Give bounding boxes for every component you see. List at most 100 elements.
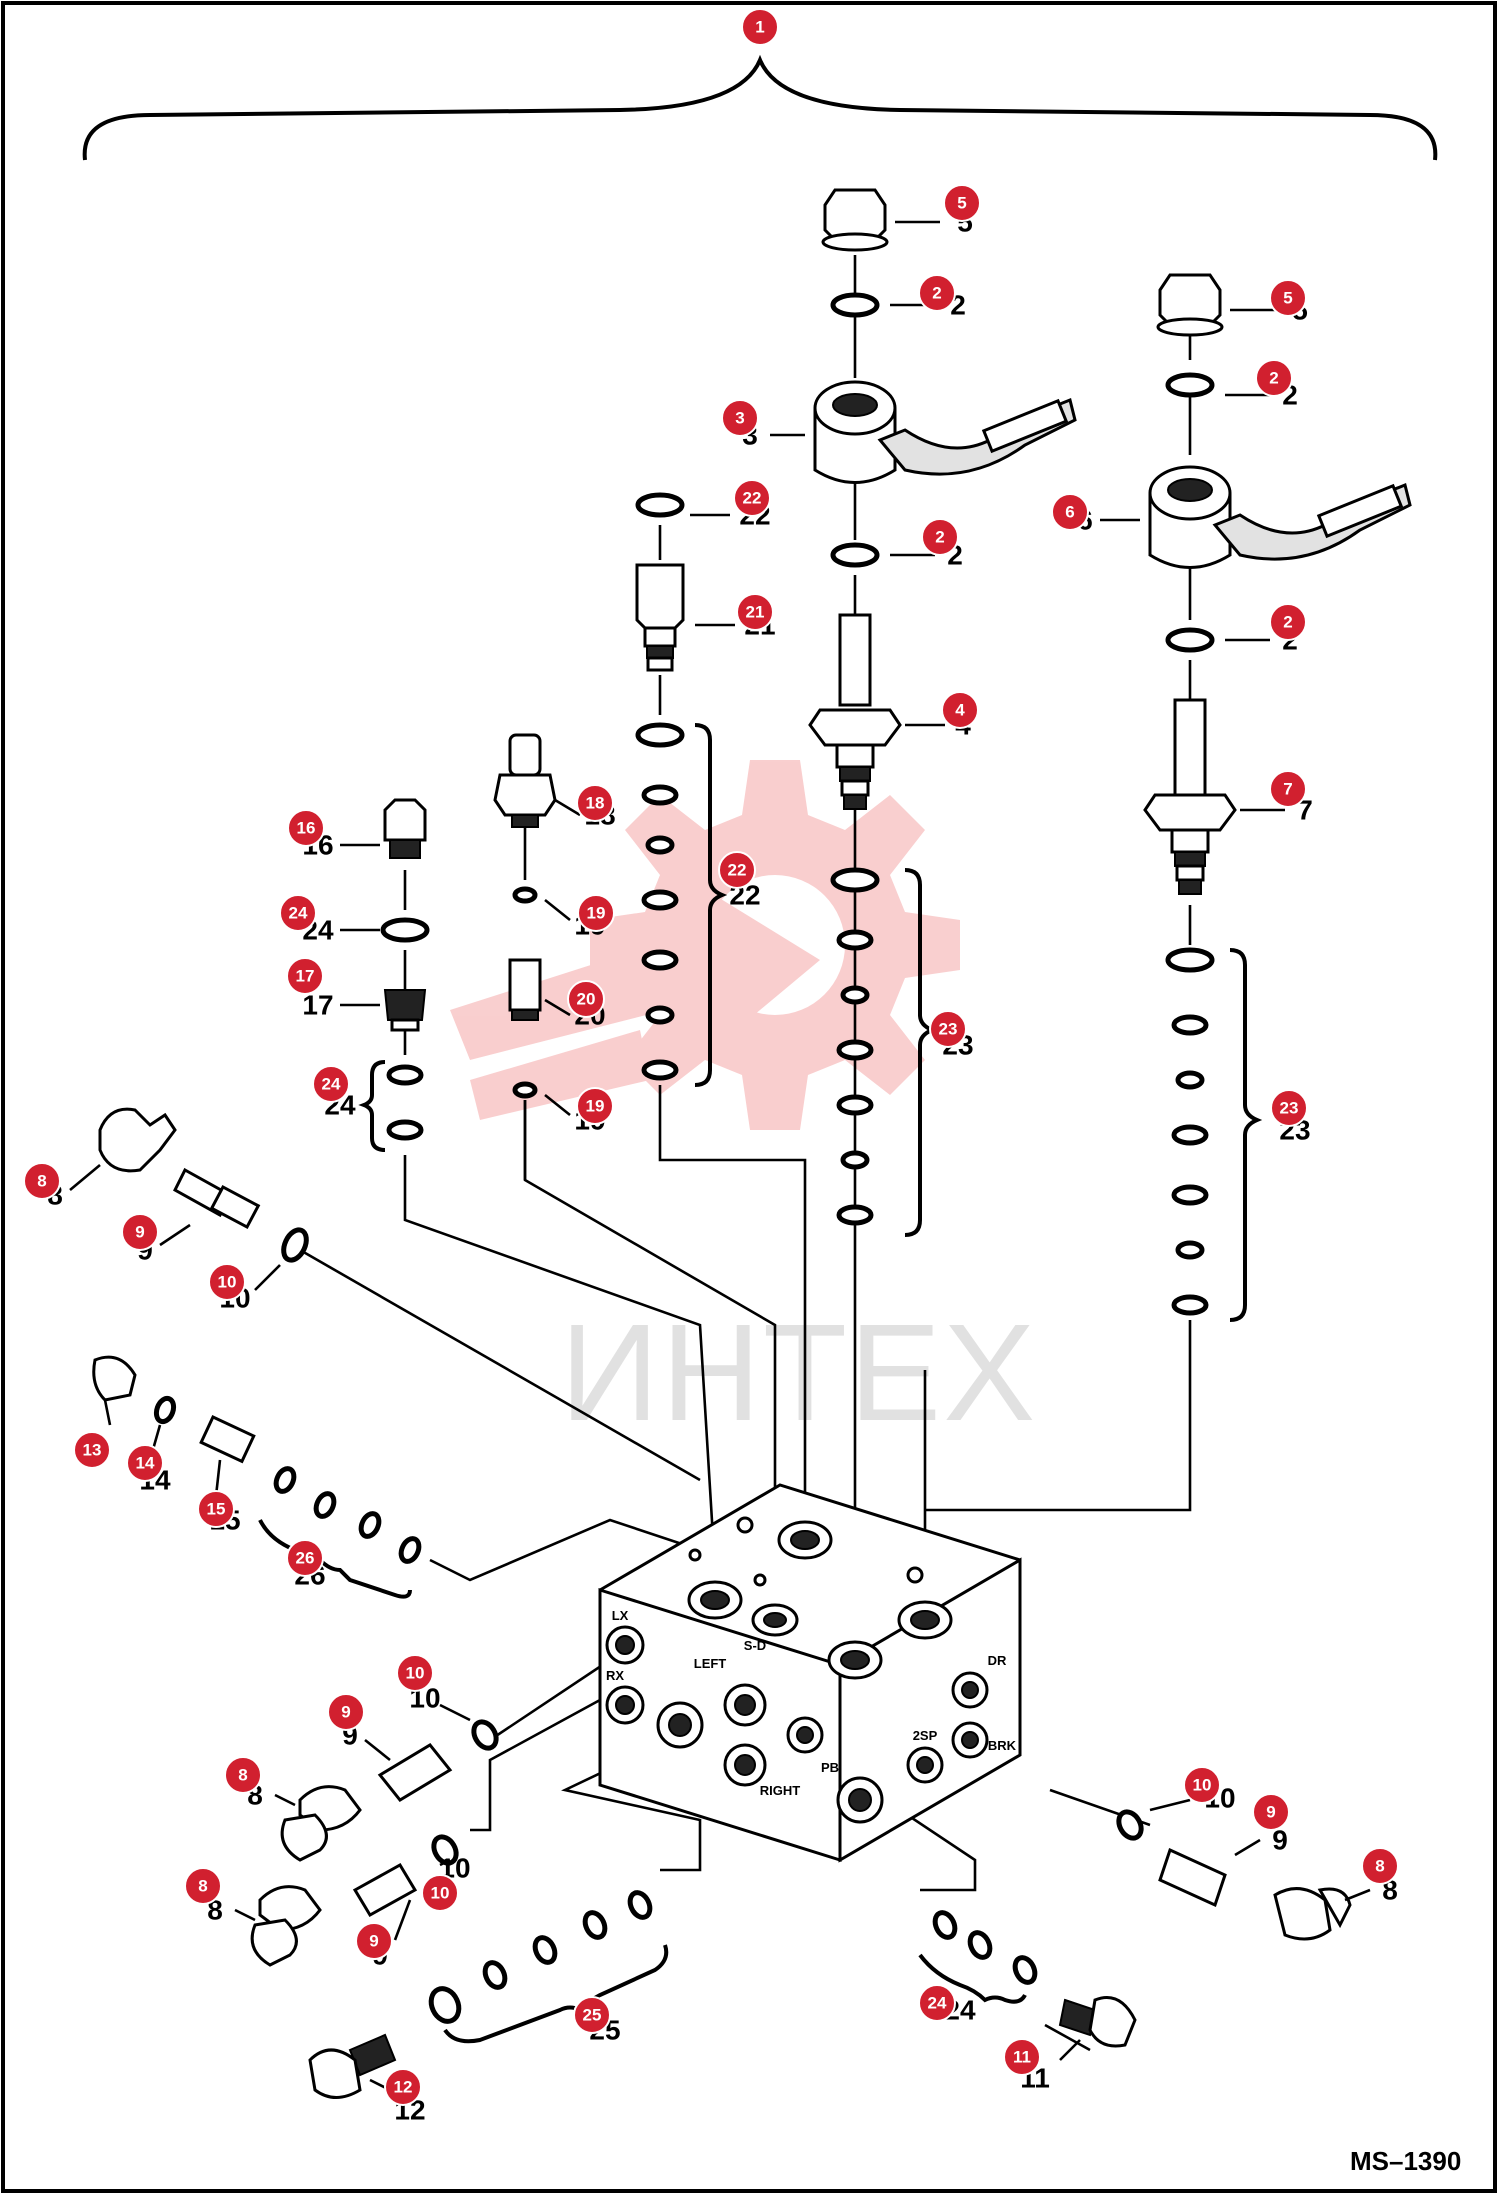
callout-23: 23: [1270, 1089, 1308, 1127]
callout-2: 2: [921, 518, 959, 556]
brace-24-left: [358, 1060, 386, 1152]
cartridge-column-21: [635, 492, 685, 1081]
port-label-brk: BRK: [988, 1738, 1017, 1753]
svg-text:2: 2: [1283, 613, 1292, 632]
callout-24: 24: [918, 1984, 956, 2022]
svg-text:12: 12: [394, 2078, 413, 2097]
svg-text:4: 4: [955, 701, 965, 720]
svg-text:18: 18: [586, 794, 605, 813]
svg-text:21: 21: [746, 603, 765, 622]
callout-9: 9: [327, 1693, 365, 1731]
callout-2: 2: [1269, 603, 1307, 641]
watermark: [450, 760, 960, 1130]
watermark-text: ИНТЕХ: [560, 1296, 1037, 1450]
svg-text:10: 10: [1193, 1776, 1212, 1795]
solenoid-column-center: [808, 188, 1077, 1226]
plug-fitting-11: [932, 1910, 1137, 2048]
callout-5: 5: [943, 184, 981, 222]
svg-text:23: 23: [1280, 1099, 1299, 1118]
port-label-lx: LX: [612, 1608, 629, 1623]
svg-text:24: 24: [928, 1994, 947, 2013]
switch-column-18: [493, 733, 557, 1099]
svg-text:25: 25: [583, 2006, 602, 2025]
callout-2: 2: [918, 274, 956, 312]
callout-14: 14: [126, 1444, 164, 1482]
callout-11: 11: [1003, 2038, 1041, 2076]
svg-text:10: 10: [406, 1664, 425, 1683]
front-ports: [605, 1625, 884, 1824]
callout-22: 22: [733, 479, 771, 517]
callout-10: 10: [396, 1654, 434, 1692]
callout-24: 24: [312, 1065, 350, 1103]
svg-text:2: 2: [932, 284, 941, 303]
right-fitting: [1116, 1809, 1352, 1941]
svg-text:9: 9: [1266, 1803, 1275, 1822]
port-label-sd: S-D: [744, 1638, 766, 1653]
svg-text:14: 14: [136, 1454, 155, 1473]
svg-text:22: 22: [743, 489, 762, 508]
callout-23: 23: [929, 1010, 967, 1048]
watermark-gear-icon: [590, 760, 960, 1130]
callout-1: 1: [741, 8, 779, 46]
leader-lines: [69, 220, 1371, 2092]
svg-text:6: 6: [1065, 503, 1074, 522]
part-number: 9: [1272, 1825, 1288, 1856]
callout-8: 8: [224, 1756, 262, 1794]
callout-4: 4: [941, 691, 979, 729]
svg-text:15: 15: [207, 1500, 226, 1519]
plug-fitting-12: [308, 2033, 397, 2099]
callout-8: 8: [1361, 1847, 1399, 1885]
callout-2: 2: [1255, 359, 1293, 397]
svg-text:17: 17: [296, 967, 315, 986]
svg-text:9: 9: [341, 1703, 350, 1722]
svg-text:23: 23: [939, 1020, 958, 1039]
callout-bubbles: 1 5 2 3 2 4 5 2 6 2 7 22 21 22 18 19 20 …: [23, 8, 1399, 2106]
svg-text:22: 22: [728, 861, 747, 880]
callout-9: 9: [355, 1922, 393, 1960]
assembly-brace: [82, 54, 1438, 161]
callout-13: 13: [73, 1431, 111, 1469]
port-label-2sp: 2SP: [913, 1728, 938, 1743]
top-ports: [687, 1516, 953, 1680]
brace-24-right: [918, 1953, 1027, 2004]
callout-6: 6: [1051, 493, 1089, 531]
drawing-code: MS–1390: [1350, 2146, 1461, 2176]
svg-text:2: 2: [1269, 369, 1278, 388]
plug-column-16: [380, 798, 430, 1141]
svg-text:24: 24: [289, 904, 308, 923]
callout-3: 3: [721, 399, 759, 437]
svg-text:3: 3: [735, 409, 744, 428]
svg-text:8: 8: [1375, 1857, 1384, 1876]
svg-text:24: 24: [322, 1075, 341, 1094]
svg-text:2: 2: [935, 528, 944, 547]
callout-10: 10: [208, 1263, 246, 1301]
svg-text:7: 7: [1283, 780, 1292, 799]
svg-text:10: 10: [431, 1884, 450, 1903]
callout-10: 10: [1183, 1766, 1221, 1804]
solenoid-column-right: [1143, 273, 1412, 1316]
svg-text:5: 5: [1283, 289, 1292, 308]
port-label-right: RIGHT: [760, 1783, 801, 1798]
svg-text:8: 8: [198, 1877, 207, 1896]
svg-text:10: 10: [218, 1273, 237, 1292]
callout-7: 7: [1269, 770, 1307, 808]
callout-9: 9: [1252, 1793, 1290, 1831]
left-fitting-lower: [250, 1834, 459, 1967]
port-label-pb: PB: [821, 1760, 839, 1775]
svg-text:19: 19: [586, 1097, 605, 1116]
left-fitting-upper: [98, 1107, 309, 1263]
brace-22: [694, 723, 728, 1087]
port-label-rx: RX: [606, 1668, 624, 1683]
callout-8: 8: [23, 1162, 61, 1200]
svg-text:11: 11: [1013, 2048, 1031, 2067]
left-fitting-middle: [280, 1719, 499, 1862]
valve-manifold-block: LX RX LEFT RIGHT PB S-D 2SP DR BRK: [598, 1483, 1022, 1863]
svg-text:19: 19: [587, 904, 606, 923]
left-fitting-plug-13: [92, 1355, 422, 1564]
svg-text:1: 1: [755, 18, 764, 37]
svg-text:9: 9: [135, 1223, 144, 1242]
svg-text:9: 9: [369, 1932, 378, 1951]
callout-12: 12: [384, 2068, 422, 2106]
